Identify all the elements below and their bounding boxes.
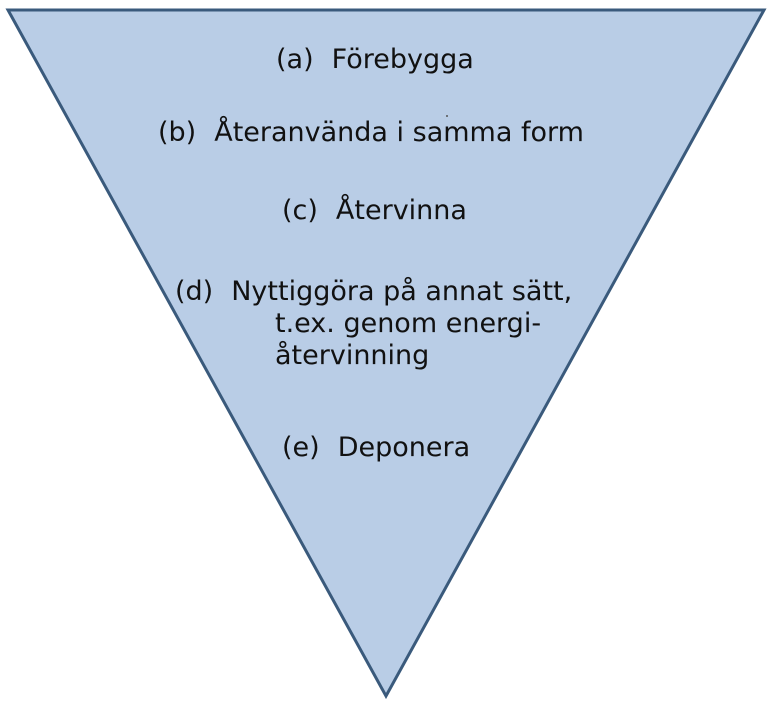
step-a-marker: (a) bbox=[276, 44, 314, 75]
step-d-text-line-3: återvinning bbox=[275, 340, 430, 371]
stray-dot bbox=[446, 115, 448, 117]
step-d-marker: (d) bbox=[175, 276, 214, 307]
step-a-label: (a) Förebygga bbox=[276, 44, 474, 76]
step-e-label: (e) Deponera bbox=[282, 432, 470, 464]
step-b-marker: (b) bbox=[158, 117, 197, 148]
step-d-text-line-1: Nyttiggöra på annat sätt, bbox=[231, 276, 573, 307]
step-b-text: Återanvända i samma form bbox=[214, 117, 584, 148]
step-e-marker: (e) bbox=[282, 432, 320, 463]
step-c-label: (c) Återvinna bbox=[282, 195, 467, 227]
step-d-label: (d) Nyttiggöra på annat sätt, t.ex. genom… bbox=[175, 276, 572, 372]
step-b-label: (b) Återanvända i samma form bbox=[158, 117, 584, 149]
inverted-triangle-shape bbox=[5, 8, 767, 700]
step-d-text-line-2: t.ex. genom energi- bbox=[275, 308, 542, 339]
step-c-text: Återvinna bbox=[335, 195, 467, 226]
step-e-text: Deponera bbox=[337, 432, 471, 463]
step-a-text: Förebygga bbox=[331, 44, 474, 75]
step-c-marker: (c) bbox=[282, 195, 318, 226]
